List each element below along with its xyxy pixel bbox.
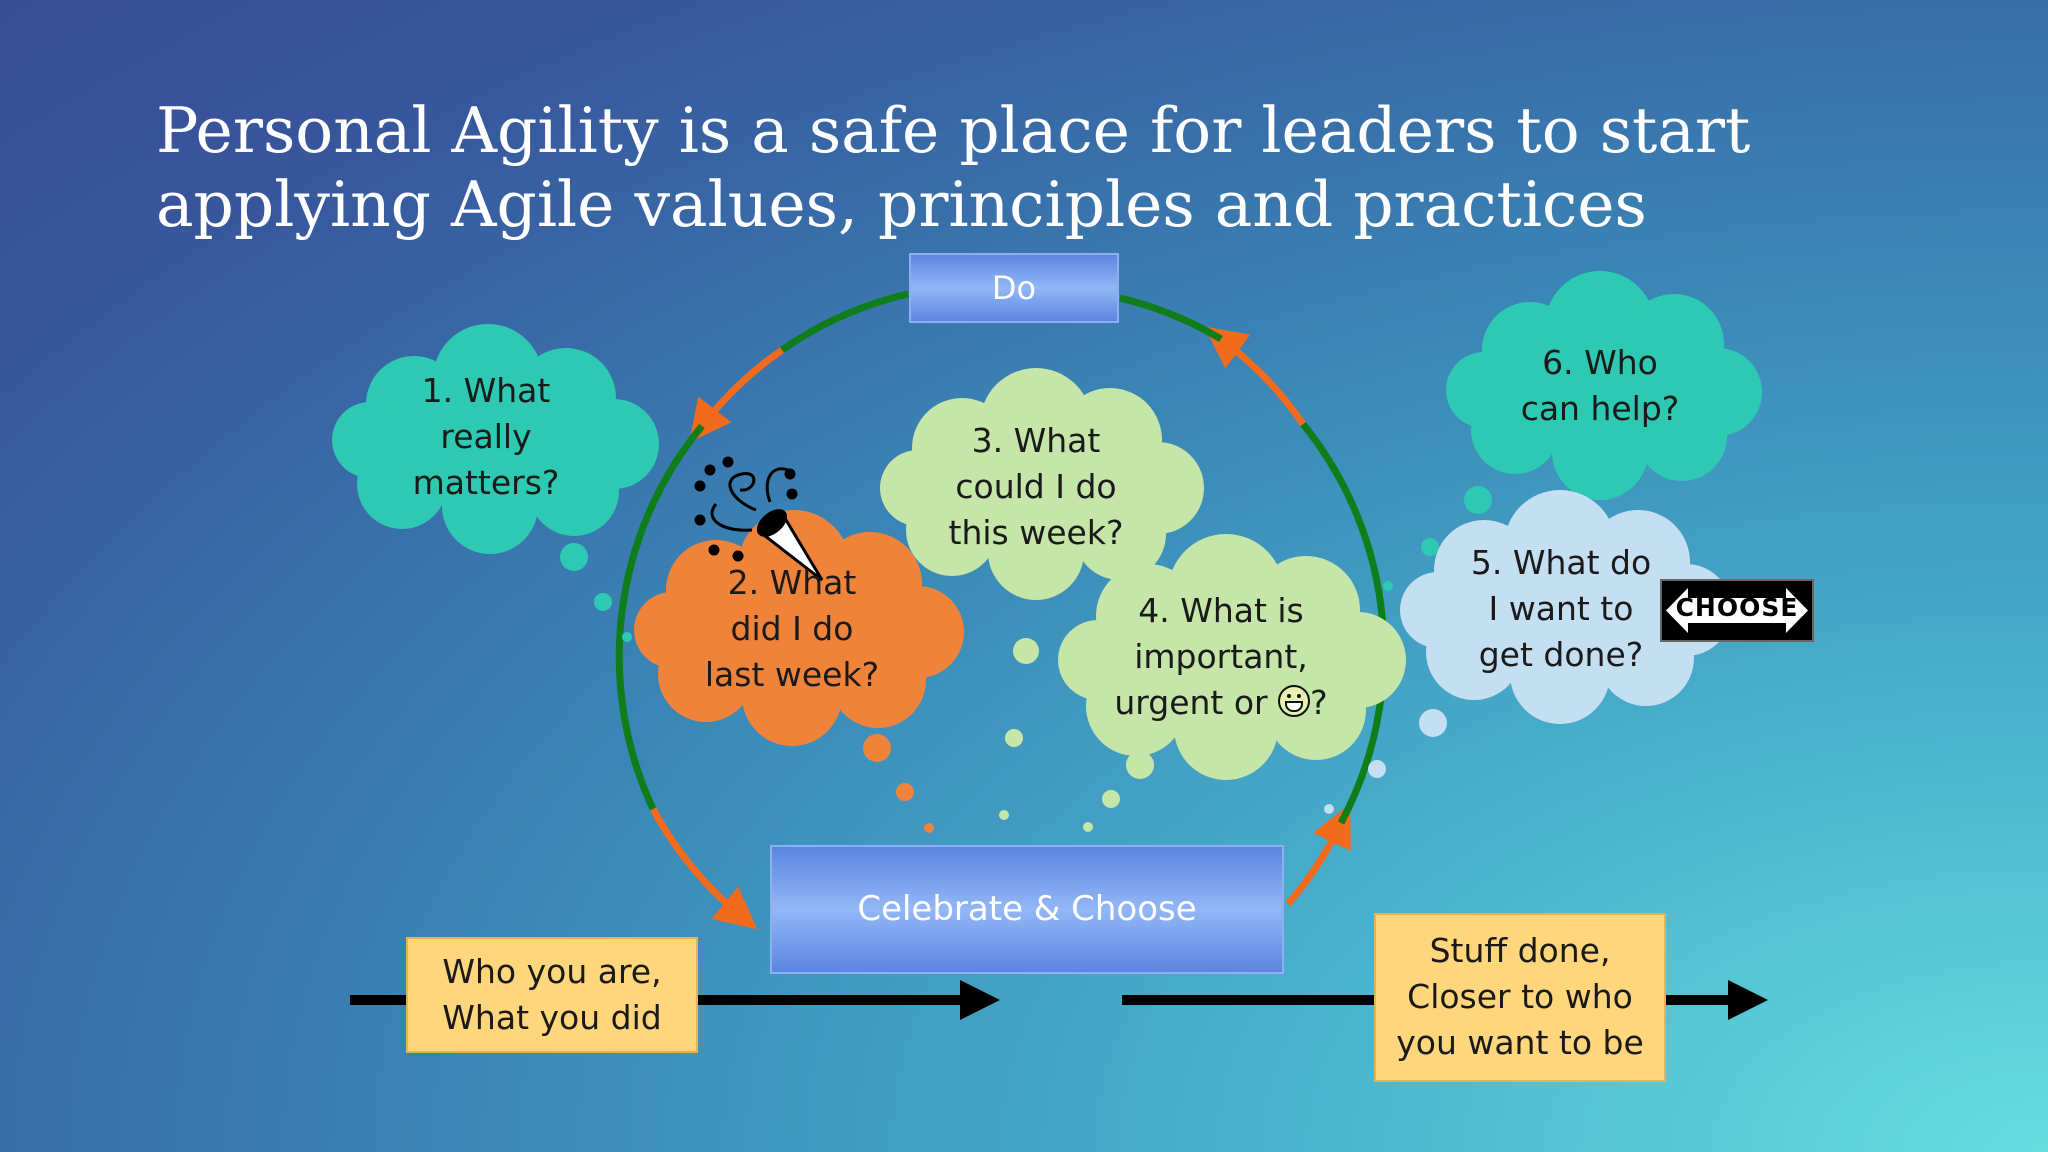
arc-top-left-arrow [689, 347, 784, 443]
arc-top-left-green [779, 290, 909, 353]
end-box [1374, 913, 1666, 1082]
cloud-3 [880, 368, 1204, 600]
question-2-text: 2. What did I do last week? [704, 563, 880, 694]
question-1-text: 1. What really matters? [412, 371, 560, 502]
arc-bottom-right-arrow [1285, 804, 1351, 907]
cycle-ring [615, 290, 1388, 930]
arc-left-green [615, 423, 705, 811]
grinning-face-icon [1278, 685, 1311, 717]
thought-trail-2 [863, 734, 934, 833]
question-4-text: 4. What is important, urgent or ? [1114, 591, 1328, 722]
thought-trail-6 [1383, 486, 1492, 591]
arc-bottom-left-arrow [649, 807, 758, 930]
question-3-text: 3. What could I do this week? [948, 421, 1124, 552]
choose-sign-text: CHOOSE [1675, 593, 1799, 622]
arc-top-right-green [1119, 294, 1223, 343]
cloud-6 [1446, 271, 1762, 500]
double-arrow-sign-icon: CHOOSE [1660, 579, 1814, 642]
celebrate-choose-label: Celebrate & Choose [857, 889, 1197, 929]
slide-title: Personal Agility is a safe place for lea… [156, 94, 1916, 242]
arc-top-right-arrow [1204, 326, 1306, 426]
start-box [406, 937, 698, 1053]
do-label: Do [991, 269, 1037, 307]
cloud-4 [1058, 534, 1406, 780]
thought-trail-3 [999, 638, 1039, 820]
thought-trail-1 [560, 543, 632, 642]
question-6-text: 6. Who can help? [1520, 343, 1680, 428]
thought-trail-5 [1324, 709, 1447, 814]
celebrate-band [770, 845, 1284, 974]
cloud-1 [332, 324, 659, 554]
slide-title-line-2: applying Agile values, principles and pr… [156, 168, 1647, 241]
start-box-text: Who you are, What you did [442, 952, 662, 1037]
party-popper-icon [694, 456, 824, 582]
question-5-text: 5. What do I want to get done? [1470, 543, 1652, 674]
thought-trail-4 [1083, 751, 1154, 832]
do-band [909, 253, 1119, 323]
arc-right-green [1300, 421, 1388, 825]
cloud-2 [634, 510, 964, 746]
slide-title-line-1: Personal Agility is a safe place for lea… [156, 94, 1751, 167]
end-box-text: Stuff done, Closer to who you want to be [1396, 931, 1644, 1062]
